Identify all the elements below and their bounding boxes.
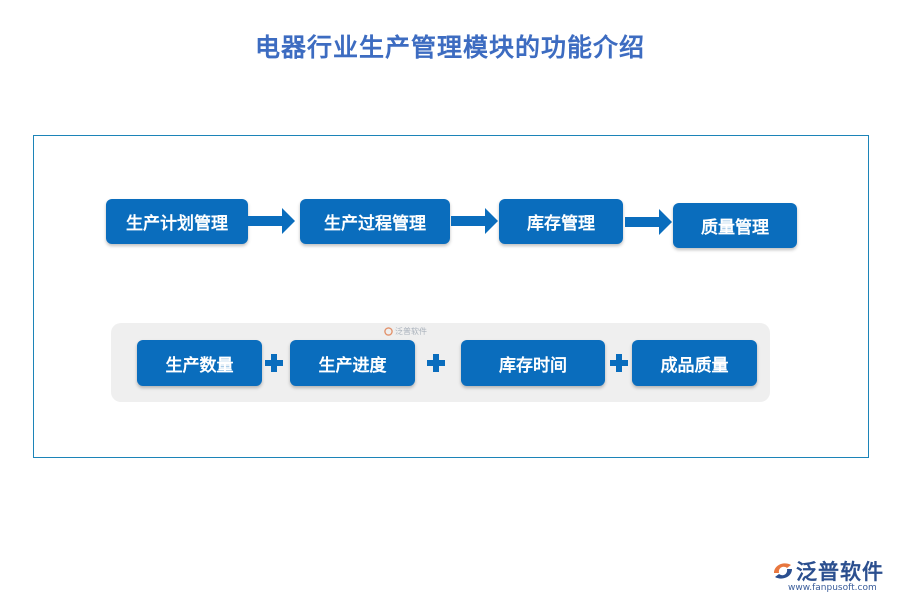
watermark-small: 泛普软件 xyxy=(384,326,427,337)
fanpu-logo-icon xyxy=(384,327,393,336)
right-arrow-icon xyxy=(451,208,498,234)
flow-step-production-process: 生产过程管理 xyxy=(300,199,450,244)
brand-url: www.fanpusoft.com xyxy=(788,583,877,593)
factor-production-quantity: 生产数量 xyxy=(137,340,262,386)
page-title: 电器行业生产管理模块的功能介绍 xyxy=(254,33,645,62)
diagram-frame xyxy=(33,135,869,458)
factor-inventory-time: 库存时间 xyxy=(461,340,605,386)
watermark-small-text: 泛普软件 xyxy=(395,327,427,336)
flow-step-label: 库存管理 xyxy=(527,214,595,234)
right-arrow-icon xyxy=(625,209,672,235)
factor-production-progress: 生产进度 xyxy=(290,340,415,386)
factor-product-quality: 成品质量 xyxy=(632,340,757,386)
flow-step-label: 生产过程管理 xyxy=(324,214,426,234)
flow-step-inventory: 库存管理 xyxy=(499,199,623,244)
plus-icon xyxy=(610,354,628,372)
flow-step-production-plan: 生产计划管理 xyxy=(106,199,248,244)
flow-step-label: 生产计划管理 xyxy=(126,214,228,234)
factor-label: 成品质量 xyxy=(660,355,729,376)
factor-label: 库存时间 xyxy=(499,355,567,376)
plus-icon xyxy=(427,354,445,372)
right-arrow-icon xyxy=(248,208,295,234)
plus-icon xyxy=(265,354,283,372)
flow-step-label: 质量管理 xyxy=(701,218,769,238)
flow-step-quality: 质量管理 xyxy=(673,203,797,248)
brand-logo: 泛普软件 xyxy=(770,556,884,586)
brand-logo-text: 泛普软件 xyxy=(796,560,884,584)
factor-label: 生产数量 xyxy=(165,355,234,376)
factor-label: 生产进度 xyxy=(318,355,387,376)
fanpu-logo-icon xyxy=(774,563,792,579)
